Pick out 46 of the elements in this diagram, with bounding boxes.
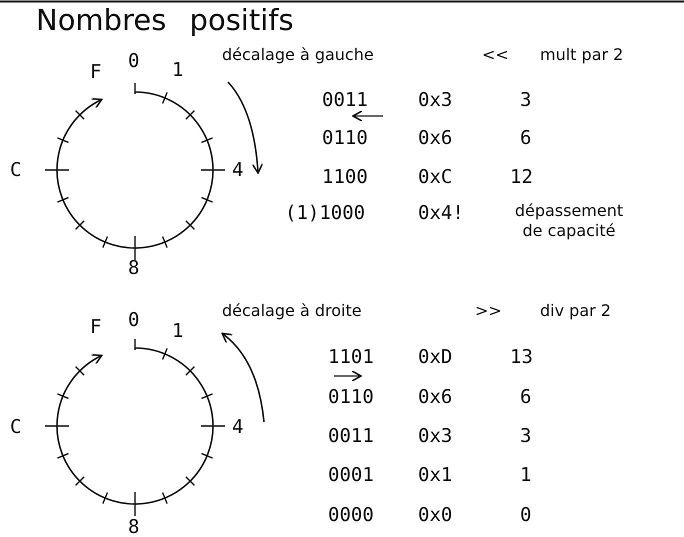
dial-label: 1 xyxy=(172,59,184,81)
heading-text: décalage à gauche xyxy=(222,44,374,66)
dial-label: 8 xyxy=(128,516,140,537)
note-text: dépassement de capacité xyxy=(514,201,624,241)
decimal-value: 13 xyxy=(510,346,533,368)
hex-value: 0x4! xyxy=(418,202,464,224)
binary-value: 0011 xyxy=(322,89,368,111)
dial-label: 4 xyxy=(232,159,244,181)
hex-value: 0x6 xyxy=(418,386,452,408)
dial-label: C xyxy=(10,416,22,438)
decimal-value: 3 xyxy=(520,425,532,447)
binary-value: 0110 xyxy=(328,386,374,408)
hex-value: 0x3 xyxy=(418,89,452,111)
hex-value: 0x3 xyxy=(418,425,452,447)
dial-label: F xyxy=(90,61,102,83)
operator-text: >> xyxy=(475,300,502,322)
decimal-value: 0 xyxy=(520,504,532,526)
binary-value: 0000 xyxy=(328,504,374,526)
dial-label: F xyxy=(90,316,102,338)
binary-value: 1101 xyxy=(328,346,374,368)
decimal-value: 12 xyxy=(510,166,533,188)
dial-label: 1 xyxy=(172,320,184,342)
binary-value: (1)1000 xyxy=(285,202,366,224)
hex-value: 0xC xyxy=(418,166,452,188)
heading-text: div par 2 xyxy=(540,300,611,322)
dial-label: 8 xyxy=(128,257,140,279)
binary-value: 0001 xyxy=(328,464,374,486)
operator-text: << xyxy=(482,44,509,66)
decimal-value: 3 xyxy=(520,89,532,111)
hex-value: 0x1 xyxy=(418,464,452,486)
decimal-value: 6 xyxy=(520,386,532,408)
dial-label: C xyxy=(10,159,22,181)
title-text: Nombres positifs xyxy=(36,3,294,37)
binary-value: 0011 xyxy=(328,425,374,447)
decimal-value: 1 xyxy=(520,464,532,486)
binary-value: 0110 xyxy=(322,127,368,149)
hex-value: 0x6 xyxy=(418,127,452,149)
binary-value: 1100 xyxy=(322,166,368,188)
decimal-value: 6 xyxy=(520,127,532,149)
dial-label: 4 xyxy=(232,416,244,438)
dial-label: 0 xyxy=(128,50,140,72)
hex-value: 0xD xyxy=(418,346,452,368)
dial-label: 0 xyxy=(128,309,140,331)
heading-text: décalage à droite xyxy=(222,300,362,322)
hex-value: 0x0 xyxy=(418,504,452,526)
heading-text: mult par 2 xyxy=(540,44,624,66)
